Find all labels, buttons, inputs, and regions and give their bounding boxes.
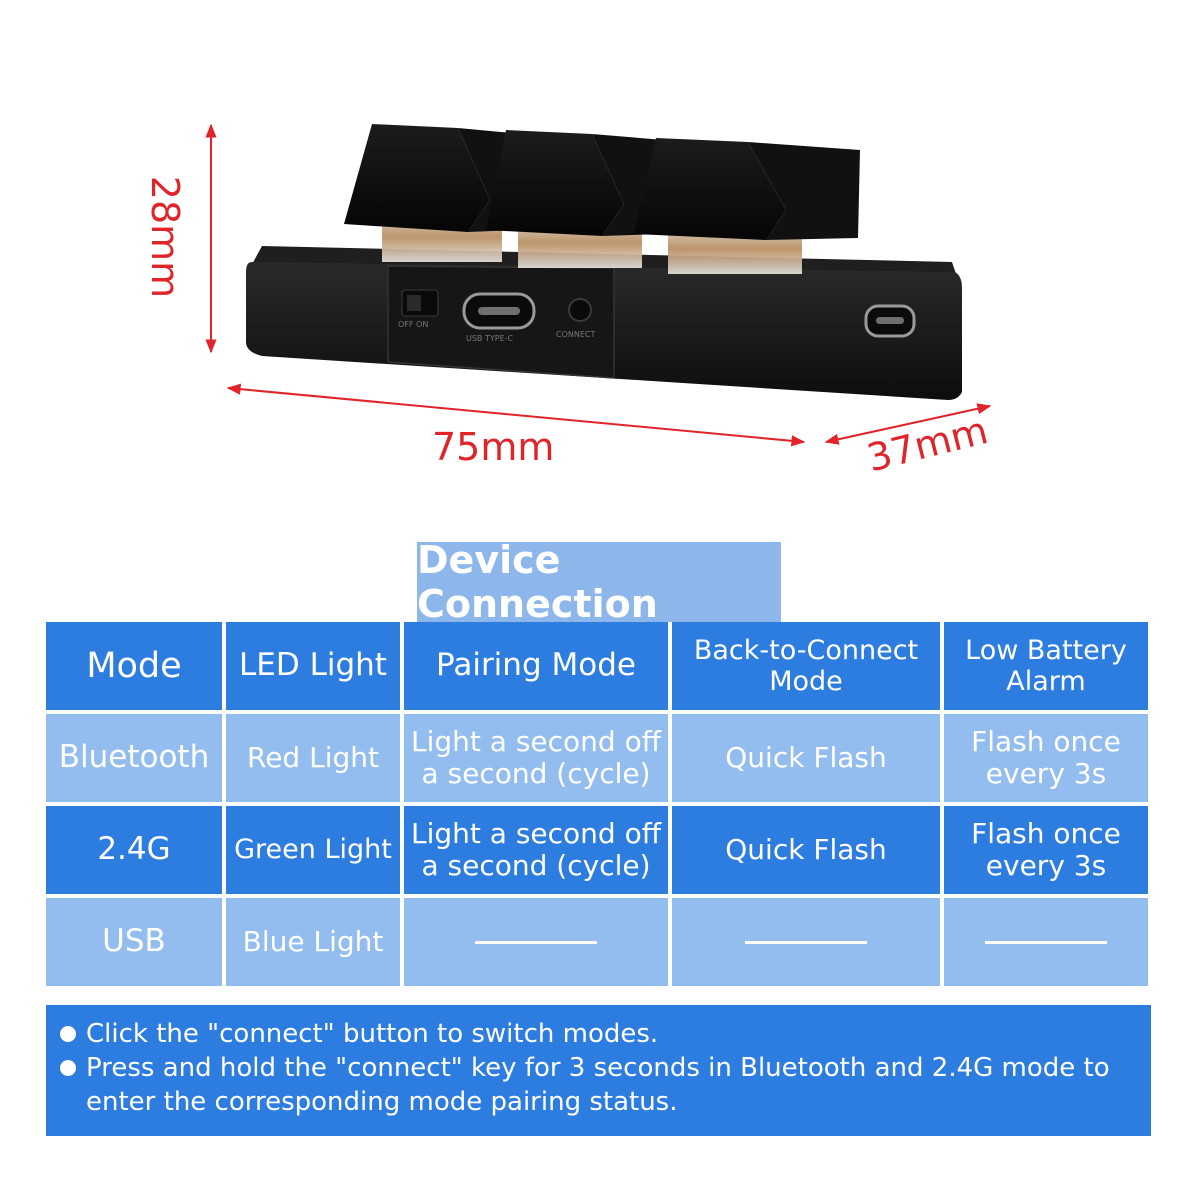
bullet-icon	[60, 1060, 76, 1076]
cell-led-light: Red Light	[226, 714, 400, 802]
note-item: Press and hold the "connect" key for 3 s…	[60, 1051, 1131, 1119]
cell-mode: 2.4G	[46, 806, 222, 894]
note-text: Press and hold the "connect" key for 3 s…	[86, 1053, 1110, 1117]
connect-button-icon	[568, 298, 592, 322]
note-text: Click the "connect" button to switch mod…	[86, 1019, 659, 1049]
header-low-battery: Low Battery Alarm	[944, 622, 1148, 710]
dash-line: ———	[985, 940, 1107, 944]
dimension-width: 75mm	[432, 425, 555, 469]
header-pairing-mode: Pairing Mode	[404, 622, 668, 710]
cell-mode: Bluetooth	[46, 714, 222, 802]
cell-back-to-connect: Quick Flash	[672, 806, 940, 894]
cell-pairing-mode: Light a second off a second (cycle)	[404, 714, 668, 802]
bullet-icon	[60, 1026, 76, 1042]
header-mode: Mode	[46, 622, 222, 710]
cell-led-light: Green Light	[226, 806, 400, 894]
dimension-height: 28mm	[143, 175, 187, 299]
connection-table: Mode LED Light Pairing Mode Back-to-Conn…	[42, 618, 1152, 990]
header-back-to-connect: Back-to-Connect Mode	[672, 622, 940, 710]
section-title: Device Connection	[417, 538, 781, 626]
table-row: USB Blue Light ——— ——— ———	[46, 898, 1148, 986]
depth-arrow	[824, 403, 992, 445]
product-figure: 28mm 75mm 37mm	[0, 0, 1200, 520]
note-item: Click the "connect" button to switch mod…	[60, 1017, 1131, 1051]
device-switch-label: OFF ON	[398, 320, 429, 329]
cell-pairing-mode: ———	[404, 898, 668, 986]
cell-mode: USB	[46, 898, 222, 986]
cell-low-battery: Flash once every 3s	[944, 714, 1148, 802]
cell-low-battery: ———	[944, 898, 1148, 986]
keycap-3	[634, 138, 860, 240]
width-arrow	[226, 383, 806, 447]
device-port-label: USB TYPE-C	[466, 334, 514, 343]
cell-low-battery: Flash once every 3s	[944, 806, 1148, 894]
cell-back-to-connect: Quick Flash	[672, 714, 940, 802]
table-row: 2.4G Green Light Light a second off a se…	[46, 806, 1148, 894]
macro-keypad-image	[205, 123, 992, 447]
cell-back-to-connect: ———	[672, 898, 940, 986]
cell-led-light: Blue Light	[226, 898, 400, 986]
device-button-label: CONNECT	[556, 330, 596, 339]
dash-line: ———	[475, 940, 597, 944]
dash-line: ———	[745, 940, 867, 944]
table-header-row: Mode LED Light Pairing Mode Back-to-Conn…	[46, 622, 1148, 710]
notes-box: Click the "connect" button to switch mod…	[46, 1005, 1151, 1136]
header-led-light: LED Light	[226, 622, 400, 710]
cell-pairing-mode: Light a second off a second (cycle)	[404, 806, 668, 894]
table-row: Bluetooth Red Light Light a second off a…	[46, 714, 1148, 802]
